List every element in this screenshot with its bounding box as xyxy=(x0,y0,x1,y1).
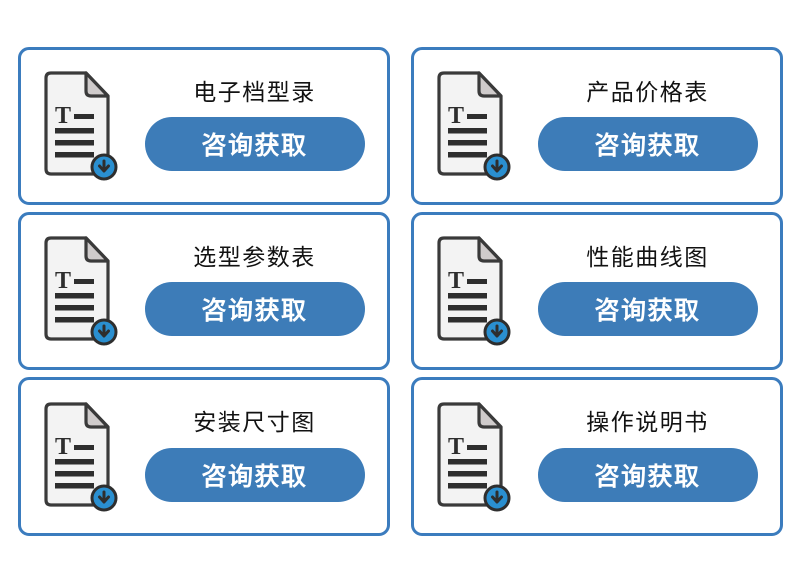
consult-acquire-button[interactable]: 咨询获取 xyxy=(144,282,365,337)
card-title: 电子档型录 xyxy=(193,78,316,105)
card-body: 电子档型录 咨询获取 xyxy=(122,79,387,173)
document-resource-grid: T 电子档型录 咨询获取 T xyxy=(18,47,783,537)
svg-text:T: T xyxy=(55,268,71,294)
card-body: 选型参数表 咨询获取 xyxy=(122,244,387,338)
card-title: 选型参数表 xyxy=(193,243,316,270)
consult-acquire-button[interactable]: 咨询获取 xyxy=(144,117,365,172)
consult-acquire-button[interactable]: 咨询获取 xyxy=(537,117,758,172)
document-card-performance-curve-chart[interactable]: T 性能曲线图 咨询获取 xyxy=(411,212,783,370)
document-card-installation-dimension-drawing[interactable]: T 安装尺寸图 咨询获取 xyxy=(18,377,390,536)
svg-text:T: T xyxy=(448,268,464,294)
document-download-icon: T xyxy=(431,235,513,347)
document-card-selection-parameter-table[interactable]: T 选型参数表 咨询获取 xyxy=(18,212,390,370)
svg-text:T: T xyxy=(448,103,464,129)
card-title: 性能曲线图 xyxy=(586,243,709,270)
consult-acquire-button[interactable]: 咨询获取 xyxy=(537,282,758,337)
svg-text:T: T xyxy=(448,434,464,460)
document-download-icon: T xyxy=(431,401,513,513)
document-download-icon: T xyxy=(431,70,513,182)
card-title: 产品价格表 xyxy=(586,78,709,105)
card-body: 性能曲线图 咨询获取 xyxy=(515,244,780,338)
document-card-product-price-list[interactable]: T 产品价格表 咨询获取 xyxy=(411,47,783,205)
document-download-icon: T xyxy=(38,401,120,513)
consult-acquire-button[interactable]: 咨询获取 xyxy=(144,447,365,502)
document-download-icon: T xyxy=(38,70,120,182)
card-title: 安装尺寸图 xyxy=(193,409,316,436)
document-download-icon: T xyxy=(38,235,120,347)
svg-text:T: T xyxy=(55,103,71,129)
document-card-operation-manual[interactable]: T 操作说明书 咨询获取 xyxy=(411,377,783,536)
svg-text:T: T xyxy=(55,434,71,460)
consult-acquire-button[interactable]: 咨询获取 xyxy=(537,447,758,502)
document-card-electronic-catalog[interactable]: T 电子档型录 咨询获取 xyxy=(18,47,390,205)
card-body: 操作说明书 咨询获取 xyxy=(515,409,780,503)
card-body: 产品价格表 咨询获取 xyxy=(515,79,780,173)
card-title: 操作说明书 xyxy=(586,409,709,436)
card-body: 安装尺寸图 咨询获取 xyxy=(122,409,387,503)
